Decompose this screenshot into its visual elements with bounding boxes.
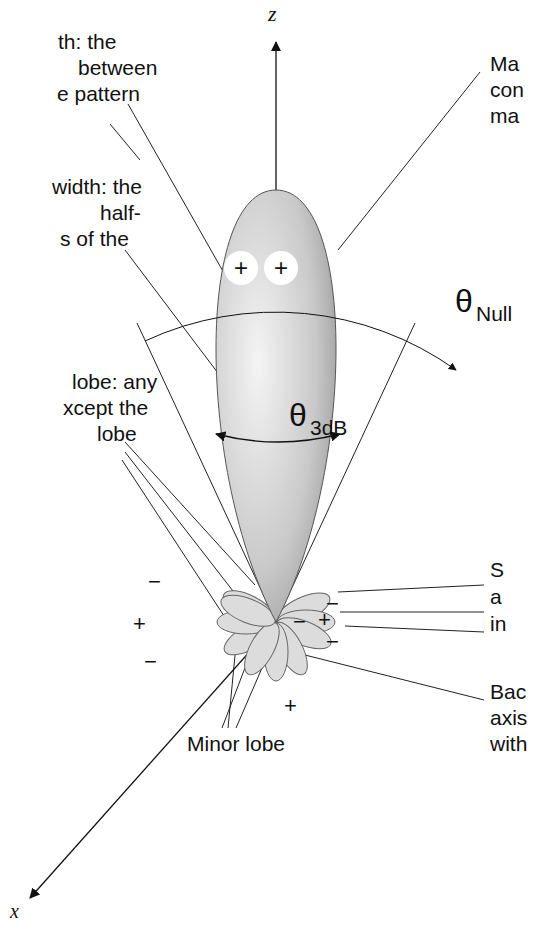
text-fragment: Bac (490, 680, 526, 703)
text-fragment: half- (100, 201, 141, 224)
sign-text: + (274, 256, 288, 280)
sign-circle: + (264, 251, 298, 285)
text-fragment: con (490, 78, 524, 101)
theta-symbol: θ (289, 398, 307, 433)
null-beamwidth-arc (145, 312, 456, 370)
sign: − (326, 630, 339, 654)
x-axis (30, 622, 276, 898)
leader-lines (110, 72, 484, 728)
text-fragment: ma (490, 104, 519, 127)
text-fragment: S (490, 558, 504, 581)
sign-text: + (234, 256, 248, 280)
text-fragment: axis (490, 706, 527, 729)
minor-lobe-label: Minor lobe (185, 732, 287, 755)
sign: − (144, 650, 157, 674)
text-fragment: a (490, 585, 502, 608)
text-fragment: lobe: any (72, 370, 157, 393)
text-fragment: e pattern (57, 82, 140, 105)
sign: − (148, 570, 161, 594)
sign: + (284, 694, 297, 718)
text-fragment: xcept the (63, 396, 148, 419)
subscript: 3dB (310, 416, 347, 439)
sign: + (318, 608, 331, 632)
text-fragment: in (490, 612, 506, 635)
text-fragment: Ma (490, 52, 519, 75)
text-fragment: lobe (97, 422, 137, 445)
subscript: Null (476, 302, 512, 325)
text-fragment: between (78, 56, 157, 79)
sign: − (293, 610, 306, 634)
text-fragment: with (490, 732, 527, 755)
text-fragment: th: the (58, 30, 116, 53)
text-fragment: s of the (60, 227, 129, 250)
text-fragment: width: the (52, 175, 142, 198)
axis-label: x (10, 900, 19, 922)
sign-circle: + (224, 251, 258, 285)
theta-symbol: θ (455, 284, 473, 319)
axis-label: z (268, 2, 277, 26)
main-lobe (216, 190, 336, 622)
sign: + (133, 612, 146, 636)
